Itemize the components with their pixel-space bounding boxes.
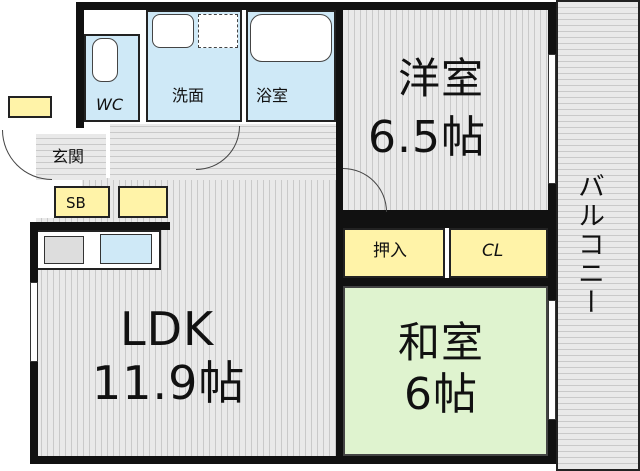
- bathroom-label: 浴室: [256, 86, 289, 105]
- ldk-size: 11.9帖: [92, 356, 246, 410]
- oshiire-closet: [343, 228, 445, 278]
- ldk-name: LDK: [120, 302, 215, 356]
- window-balcony-lower: [548, 300, 556, 420]
- balcony: [556, 0, 640, 471]
- washbasin: [152, 14, 194, 48]
- cl-label: CL: [482, 241, 504, 261]
- ldk-room: [36, 128, 336, 456]
- bathtub: [250, 14, 332, 62]
- washroom-label: 洗面: [172, 86, 205, 105]
- oshiire-label: 押入: [373, 241, 407, 261]
- wall-kitchen-top: [30, 222, 170, 230]
- japanese-room: [343, 286, 548, 456]
- entrance-label: 玄関: [52, 147, 85, 166]
- wall-mid: [336, 2, 343, 464]
- wall-left-upper: [76, 2, 84, 128]
- western-room-size: 6.5帖: [368, 112, 486, 163]
- wall-closet-bottom: [336, 278, 548, 286]
- wall-outer-top: [76, 2, 554, 10]
- wall-outer-right: [548, 2, 556, 464]
- entrance-shelf: [8, 96, 52, 118]
- window-ldk-left: [30, 282, 38, 362]
- balcony-label: バルコニー: [573, 172, 604, 317]
- hall-storage: [118, 186, 168, 218]
- stove: [44, 236, 84, 264]
- wc-label: WC: [96, 95, 123, 114]
- washing-machine-spot: [198, 14, 238, 48]
- toilet: [92, 38, 118, 82]
- sink: [100, 234, 152, 264]
- japanese-room-name: 和室: [398, 318, 485, 367]
- window-balcony-upper: [548, 54, 556, 184]
- wall-closet-band: [336, 210, 548, 228]
- western-room: [343, 10, 548, 210]
- shoe-box: [54, 186, 110, 218]
- cl-closet: [449, 228, 548, 278]
- japanese-room-size: 6帖: [404, 369, 478, 420]
- western-room-name: 洋室: [398, 54, 485, 103]
- shoe-box-label: SB: [66, 194, 86, 212]
- wall-outer-bottom: [30, 456, 554, 464]
- door-entrance: [2, 130, 52, 180]
